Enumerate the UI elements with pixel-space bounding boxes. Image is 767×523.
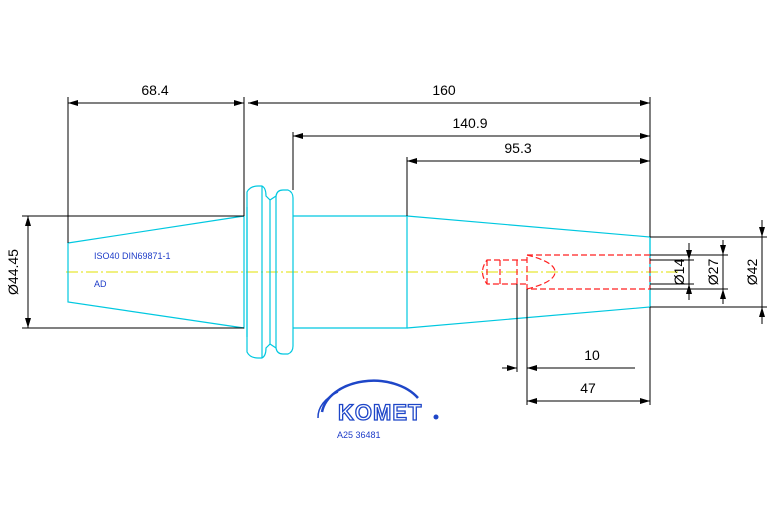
arrow <box>25 216 31 226</box>
dim-140-9-label: 140.9 <box>452 115 487 131</box>
form-label: AD <box>94 279 107 289</box>
arrow <box>527 365 537 371</box>
arrow <box>293 133 303 139</box>
dim-95-3-label: 95.3 <box>504 140 531 156</box>
dim-10-label: 10 <box>584 347 600 363</box>
arrow <box>507 365 517 371</box>
dim-160-label: 160 <box>432 82 456 98</box>
dim-47-label: 47 <box>580 380 596 396</box>
arrow <box>527 398 537 404</box>
dim-dia-44-45-label: Ø44.45 <box>5 249 21 295</box>
standard-label: ISO40 DIN69871-1 <box>94 251 171 261</box>
arrow <box>640 158 650 164</box>
arrow <box>68 100 78 106</box>
logo-brand: KOMET <box>338 400 422 425</box>
arrow <box>640 133 650 139</box>
arrow <box>640 398 650 404</box>
komet-logo: KOMET A25 36481 <box>317 379 439 440</box>
arrow <box>407 158 417 164</box>
bore-27 <box>526 254 651 290</box>
hidden-bore <box>481 254 651 290</box>
flange-collar-2 <box>269 189 294 355</box>
logo-dot <box>433 414 439 420</box>
arrow <box>248 100 258 106</box>
dim-dia-42-label: Ø42 <box>744 259 760 286</box>
logo-arc <box>320 379 419 413</box>
logo-arc-inner <box>317 391 339 419</box>
arrow <box>234 100 244 106</box>
dimension-lines <box>22 97 767 405</box>
neck-cylinder <box>293 215 408 329</box>
bore-27-end <box>526 254 556 290</box>
arrow <box>759 227 765 237</box>
arrow <box>720 289 726 299</box>
dim-68-4-label: 68.4 <box>141 82 168 98</box>
dim-dia-27-label: Ø27 <box>705 259 721 286</box>
arrow <box>640 100 650 106</box>
arrow <box>720 245 726 255</box>
flange-collar <box>246 185 271 359</box>
dim-dia-14-label: Ø14 <box>671 259 687 286</box>
arrow <box>25 318 31 328</box>
part-number: A25 36481 <box>337 430 381 440</box>
arrow <box>759 307 765 317</box>
